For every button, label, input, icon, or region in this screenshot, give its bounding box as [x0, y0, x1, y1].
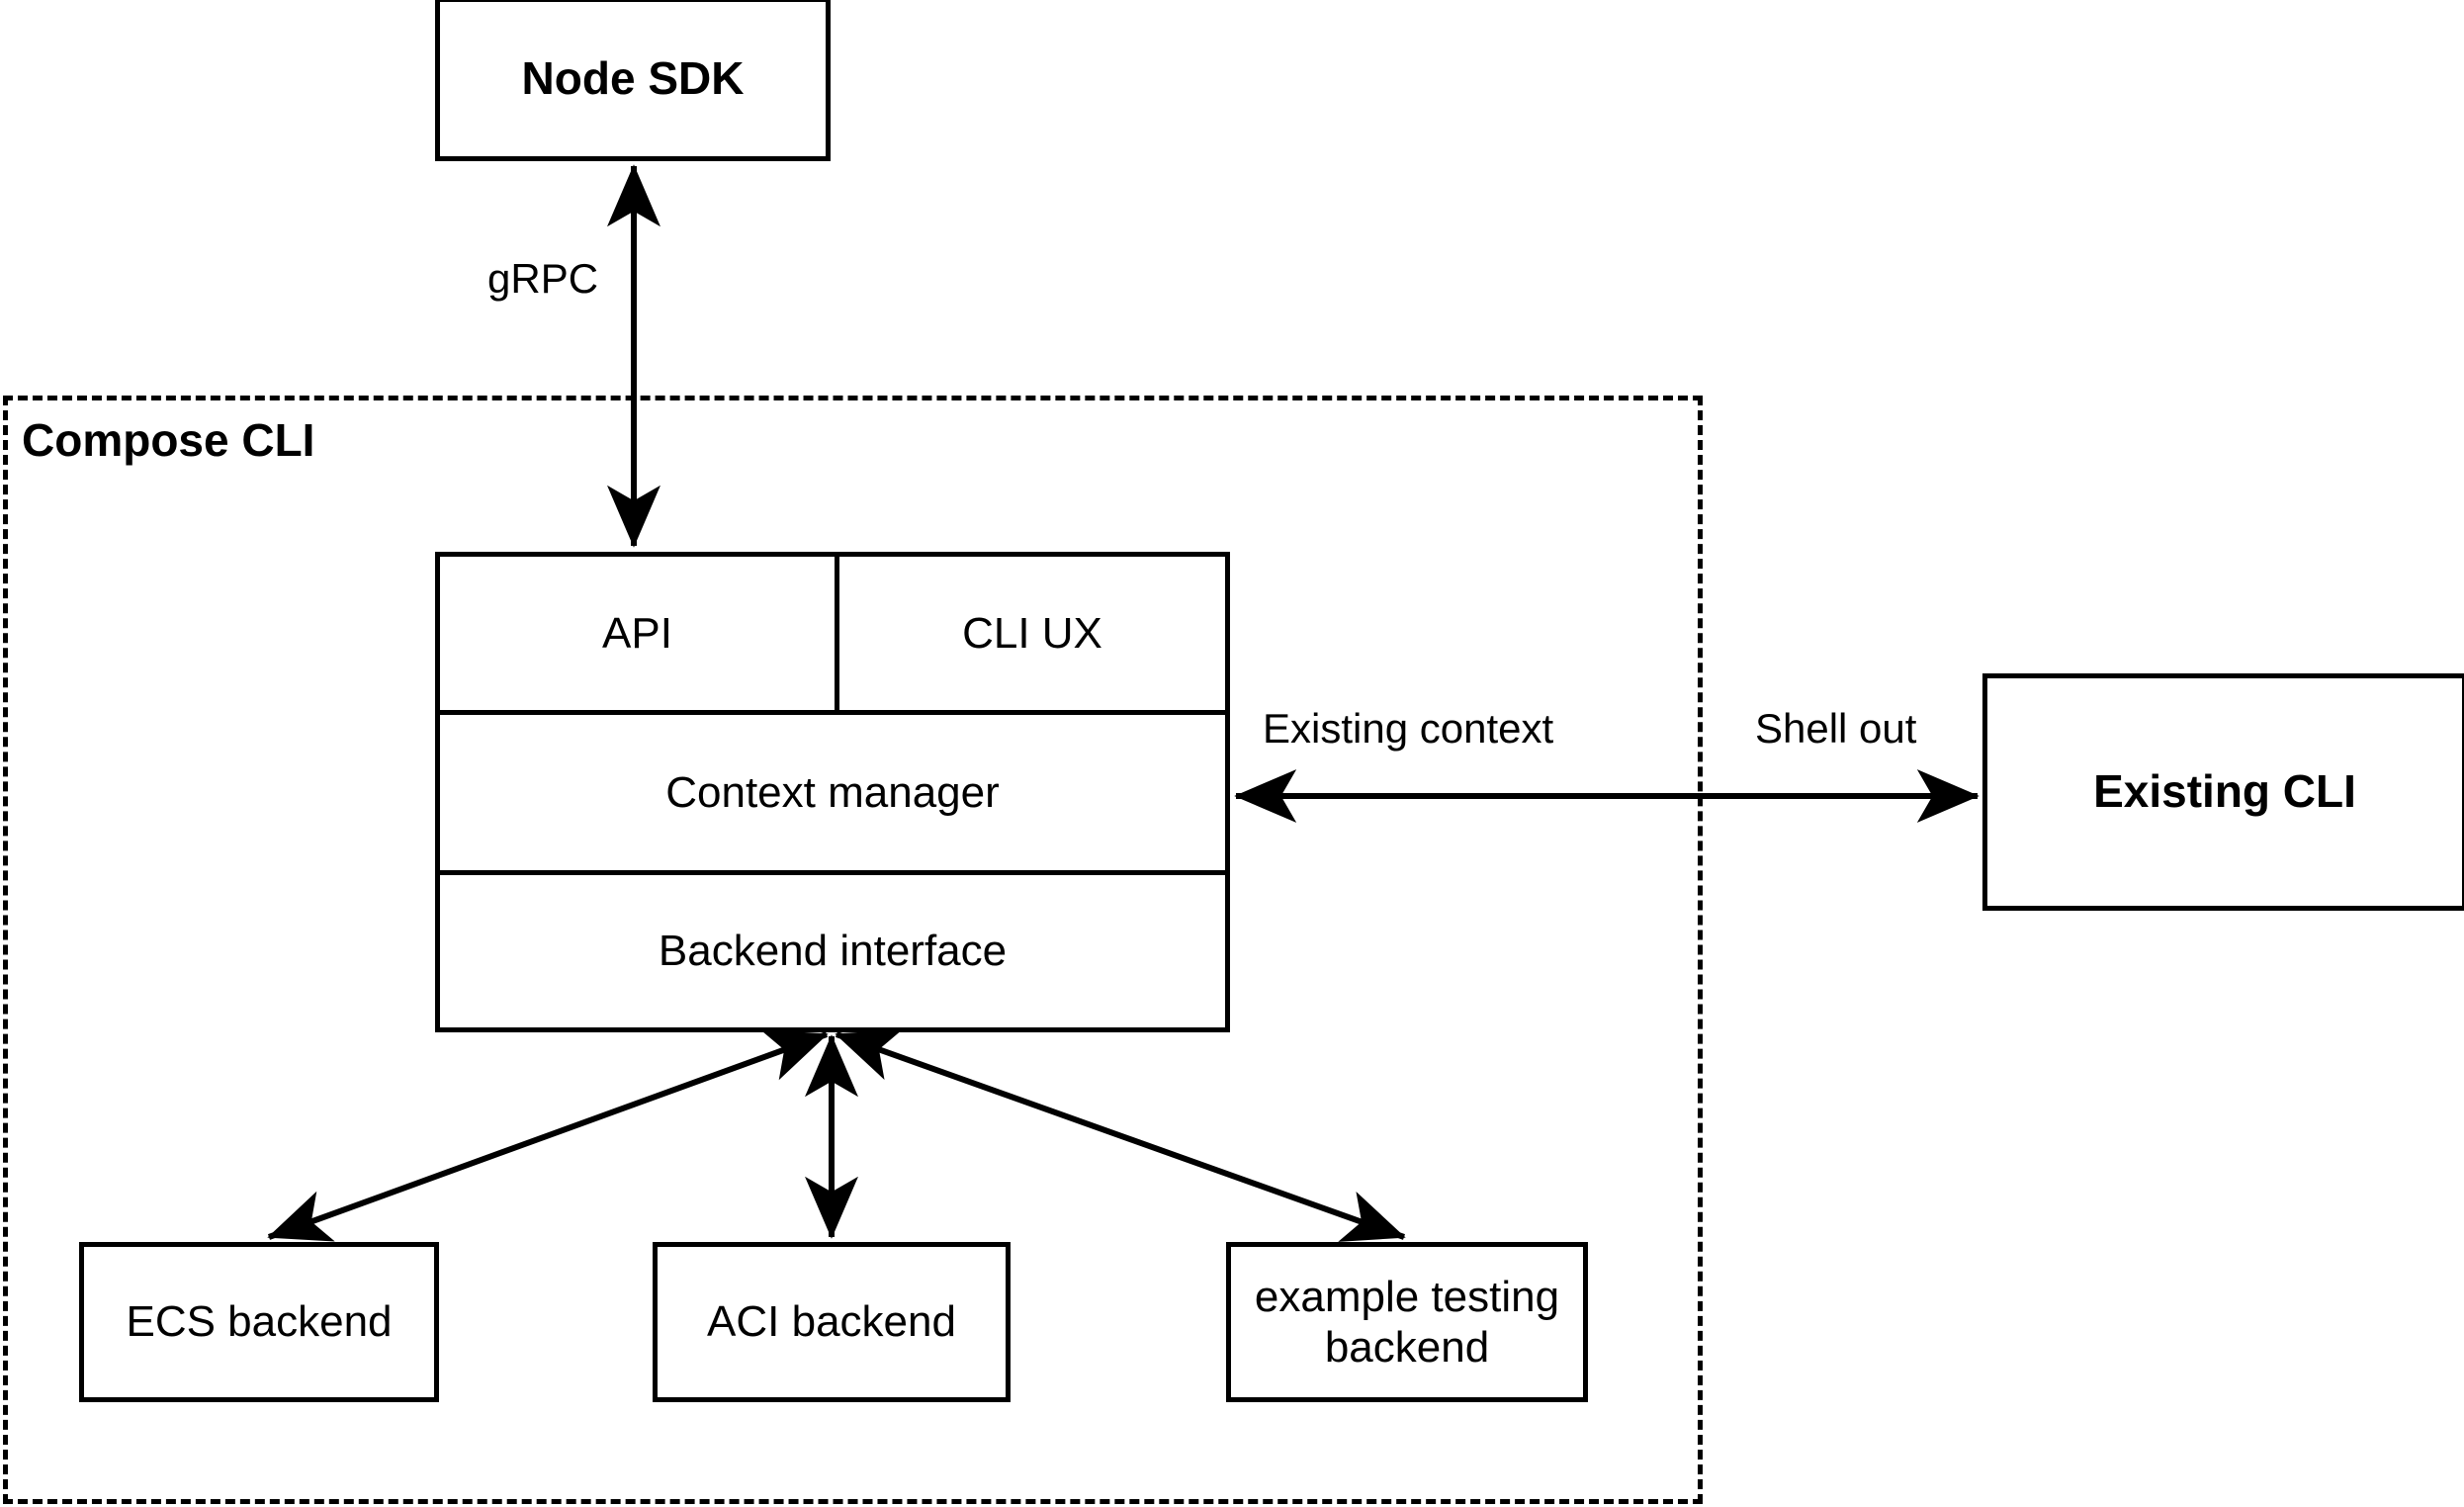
example-testing-backend-box[interactable]: example testing backend — [1226, 1242, 1588, 1402]
stack-cell-cli-ux[interactable]: CLI UX — [962, 608, 1102, 658]
example-testing-backend-line1: example testing — [1254, 1272, 1560, 1321]
existing-context-edge-label: Existing context — [1263, 705, 1554, 752]
ecs-backend-box[interactable]: ECS backend — [79, 1242, 439, 1402]
aci-backend-box[interactable]: ACI backend — [653, 1242, 1011, 1402]
stack-cell-context-manager[interactable]: Context manager — [665, 767, 1000, 817]
compose-cli-group-label: Compose CLI — [22, 414, 315, 466]
node-sdk-box[interactable]: Node SDK — [435, 0, 831, 161]
stack-horizontal-divider-1 — [440, 710, 1225, 715]
stack-vertical-divider — [835, 557, 839, 710]
example-testing-backend-line2: backend — [1324, 1323, 1490, 1372]
stack-cell-backend-interface[interactable]: Backend interface — [658, 927, 1008, 975]
compose-cli-group-container — [3, 396, 1703, 1504]
compose-cli-stack: API CLI UX Context manager Backend inter… — [435, 552, 1230, 1032]
grpc-edge-label: gRPC — [487, 255, 599, 302]
stack-horizontal-divider-2 — [440, 870, 1225, 875]
existing-cli-box[interactable]: Existing CLI — [1982, 673, 2464, 911]
stack-cell-api[interactable]: API — [602, 608, 672, 658]
shell-out-edge-label: Shell out — [1755, 705, 1917, 752]
